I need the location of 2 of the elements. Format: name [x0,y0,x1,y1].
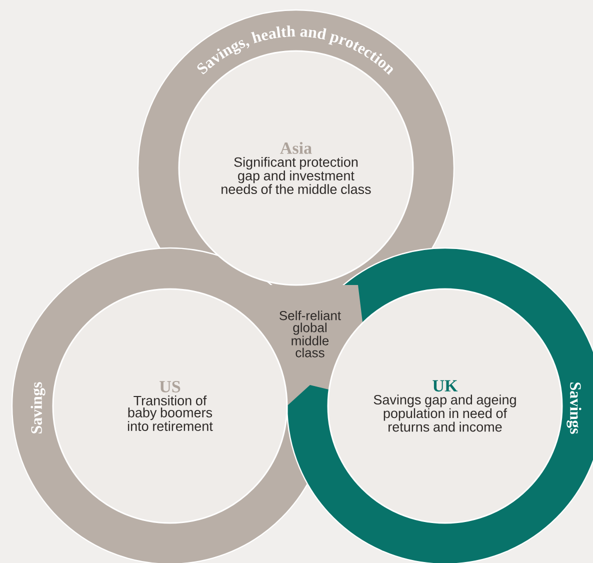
ring-label: Savings [566,382,582,434]
ring-label: Savings [30,382,46,434]
